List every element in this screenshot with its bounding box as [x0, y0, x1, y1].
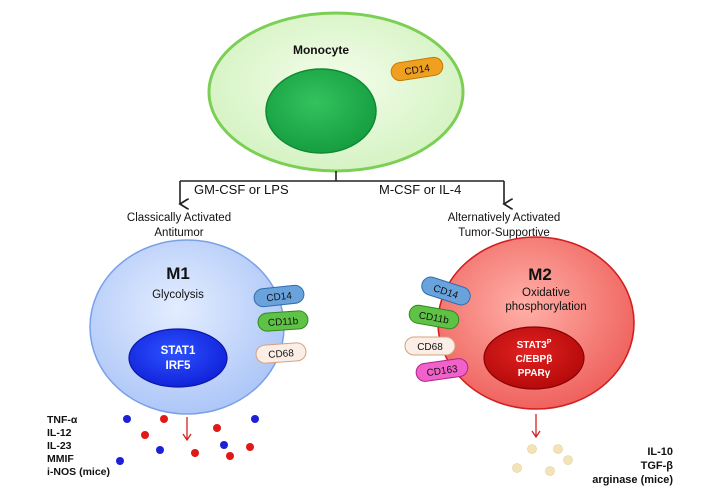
m1-dot-blue [123, 415, 131, 423]
m1-nucleus-line1: STAT1 [161, 345, 196, 357]
m1-dot-blue [116, 457, 124, 465]
m1-dot-red [141, 431, 149, 439]
m1-dot-red [191, 449, 199, 457]
m2-dot [512, 463, 522, 473]
m2-dot [545, 466, 555, 476]
m2-marker-cd14: CD14 [421, 276, 471, 306]
m2-dot [553, 444, 563, 454]
m1-secretion-arrow [182, 417, 192, 442]
m1-dot-blue [251, 415, 259, 423]
m2-nucleus-line1-sup: P [547, 339, 552, 346]
m2-dot [527, 444, 537, 454]
m2-secretion-arrow [531, 414, 541, 439]
left-activation-line2: Antitumor [154, 227, 203, 239]
m1-dot-red [213, 424, 221, 432]
m1-dot-blue [156, 446, 164, 454]
m1-marker-cd11b: CD11b [257, 310, 309, 332]
m2-marker-cd68: CD68 [404, 336, 456, 356]
m2-secreted-item: arginase (mice) [592, 474, 673, 486]
m1-cell: M1 Glycolysis STAT1 IRF5 CD14 CD11b CD68 [89, 239, 309, 415]
m2-nucleus-line2: C/EBPβ [516, 354, 553, 365]
m1-dot-red [246, 443, 254, 451]
m1-secreted-list: TNF-α IL-12 IL-23 MMIF i-NOS (mice) [47, 414, 110, 478]
monocyte-title: Monocyte [293, 43, 349, 57]
m1-secreted-item: IL-12 [47, 427, 72, 439]
right-activation-line1: Alternatively Activated [448, 212, 561, 224]
left-stimulus-label: GM-CSF or LPS [194, 182, 289, 197]
m1-marker-cd14-label: CD14 [266, 291, 293, 305]
m1-marker-cd68-label: CD68 [268, 348, 295, 361]
m2-metabolism-line1: Oxidative [522, 287, 570, 299]
m2-secreted-particles [512, 444, 573, 476]
monocyte-nucleus [265, 68, 377, 154]
m2-marker-cd163-label: CD163 [426, 364, 459, 379]
m1-secreted-item: MMIF [47, 453, 74, 465]
m2-marker-cd163: CD163 [415, 358, 469, 382]
left-activation-line1: Classically Activated [127, 212, 231, 224]
right-stimulus-label: M-CSF or IL-4 [379, 182, 461, 197]
m1-secreted-item: i-NOS (mice) [47, 466, 110, 478]
monocyte-cd14-marker: CD14 [390, 56, 444, 82]
m2-marker-cd11b-label: CD11b [418, 310, 450, 326]
m1-secreted-item: IL-23 [47, 440, 72, 452]
m1-nucleus [128, 328, 228, 388]
m1-marker-cd68: CD68 [255, 342, 307, 364]
m1-title: M1 [166, 264, 190, 283]
m2-dot [563, 455, 573, 465]
m2-secreted-item: TGF-β [641, 460, 674, 472]
m2-secreted-item: IL-10 [647, 446, 673, 458]
m2-nucleus-line1: STAT3P [517, 339, 552, 351]
right-activation-line2: Tumor-Supportive [458, 227, 550, 239]
m2-title: M2 [528, 265, 552, 284]
m1-secreted-item: TNF-α [47, 414, 78, 426]
branch-arrows [180, 171, 504, 204]
m1-nucleus-line2: IRF5 [166, 360, 192, 372]
m2-metabolism-line2: phosphorylation [505, 301, 586, 313]
m2-marker-cd11b: CD11b [408, 304, 460, 330]
m2-cell: M2 Oxidative phosphorylation STAT3P C/EB… [404, 236, 635, 410]
m1-dot-red [226, 452, 234, 460]
m1-metabolism: Glycolysis [152, 289, 204, 301]
m1-dot-blue [220, 441, 228, 449]
m1-marker-cd14: CD14 [253, 284, 305, 308]
m1-marker-cd11b-label: CD11b [268, 316, 300, 329]
m2-secreted-list: IL-10 TGF-β arginase (mice) [592, 446, 673, 486]
m2-nucleus-line3: PPARγ [518, 368, 551, 379]
monocyte-cd14-label: CD14 [404, 63, 431, 78]
m2-nucleus [483, 326, 585, 390]
m2-marker-cd68-label: CD68 [417, 342, 443, 353]
monocyte-cell: Monocyte CD14 [207, 11, 465, 173]
m1-dot-red [160, 415, 168, 423]
m1-secreted-particles [116, 415, 259, 465]
